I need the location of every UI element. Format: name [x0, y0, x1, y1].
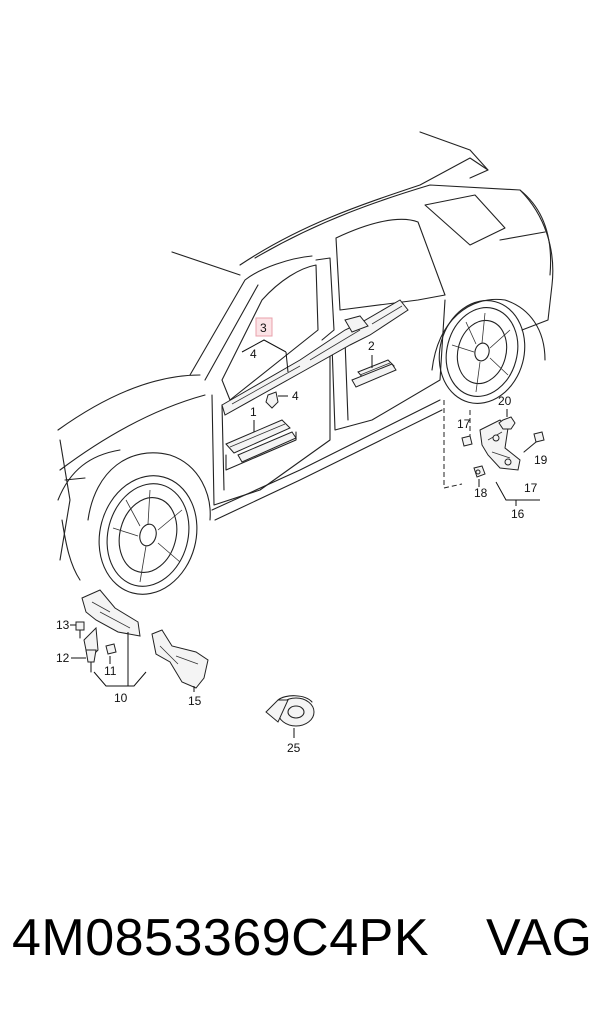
part-1-front-scuff-plate — [225, 419, 297, 471]
label-13: 13 — [56, 618, 70, 632]
label-3: 3 — [260, 321, 267, 335]
label-17a: 17 — [457, 417, 471, 431]
part-16-hinge — [479, 419, 521, 471]
part-15-mudflap — [151, 629, 209, 689]
label-11: 11 — [104, 664, 117, 678]
part-4-clip — [265, 391, 279, 409]
label-1: 1 — [250, 405, 257, 419]
label-15: 15 — [188, 694, 202, 708]
part-number: 4M0853369C4PK — [12, 909, 430, 967]
label-2: 2 — [368, 339, 375, 353]
part-13-screw — [75, 621, 85, 639]
parts-diagram: 3 4 2 1 4 20 17 19 17 18 16 13 12 — [56, 131, 554, 755]
label-4a: 4 — [250, 347, 257, 361]
front-wheel — [87, 452, 211, 595]
part-2-rear-scuff-plate — [351, 359, 397, 388]
callouts: 3 4 2 1 4 20 17 19 17 18 16 13 12 — [56, 317, 548, 755]
label-19: 19 — [534, 453, 548, 467]
label-4b: 4 — [292, 389, 299, 403]
label-12: 12 — [56, 651, 70, 665]
part-3-sill-trim — [221, 299, 409, 416]
label-20: 20 — [498, 394, 512, 408]
part-17-clip — [461, 435, 473, 447]
part-11-clip — [105, 643, 117, 655]
label-3-highlight — [255, 317, 273, 337]
car-outline — [57, 131, 554, 581]
label-17b: 17 — [524, 481, 538, 495]
part-20-nut — [498, 416, 516, 430]
label-16: 16 — [511, 507, 525, 521]
rear-wheel — [431, 298, 546, 404]
brand-name: VAG — [486, 909, 592, 967]
label-25: 25 — [287, 741, 301, 755]
part-19-bolt — [523, 431, 545, 453]
footer: 4M0853369C4PK VAG — [12, 908, 592, 978]
part-18-bolt — [473, 465, 486, 478]
part-25-tape-roll — [265, 695, 315, 727]
label-10: 10 — [114, 691, 128, 705]
label-18: 18 — [474, 486, 488, 500]
part-12-bolt — [85, 649, 97, 673]
